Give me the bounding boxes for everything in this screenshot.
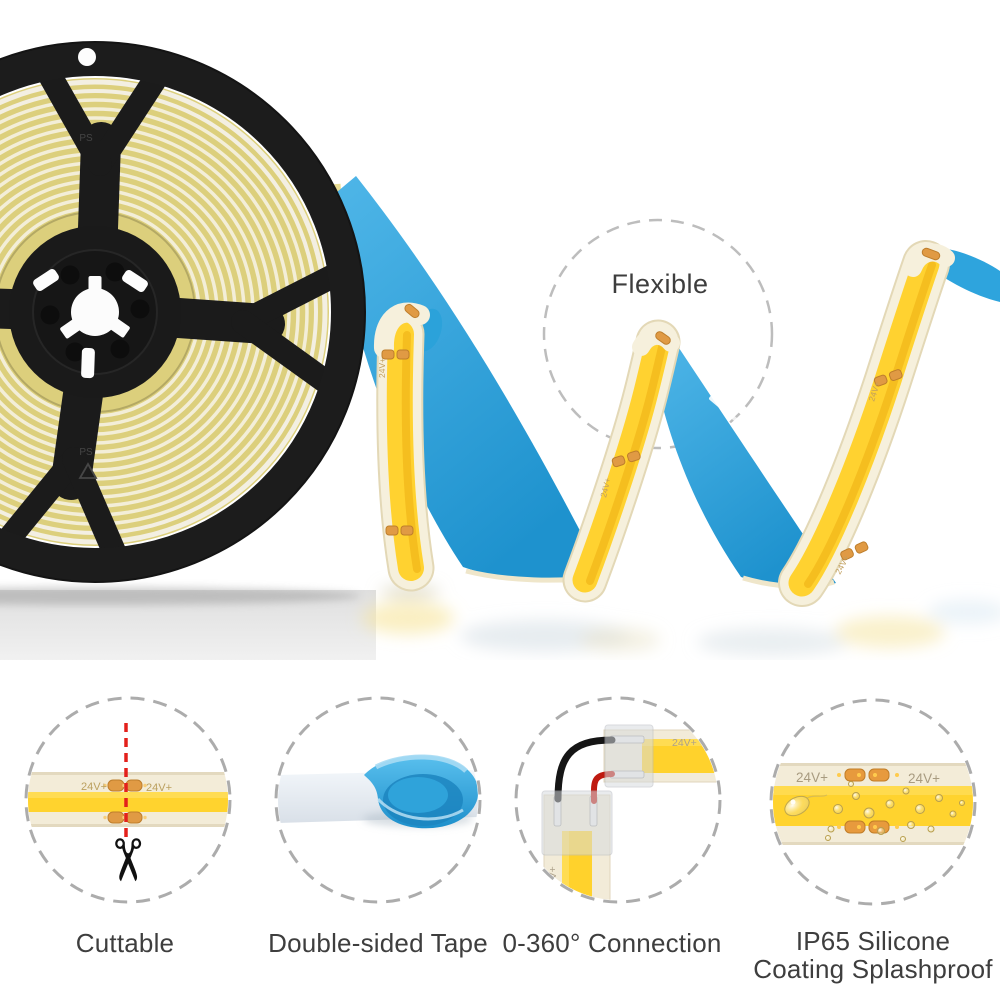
recycle-triangle-icon xyxy=(78,462,98,479)
scissors-icon: ✂ xyxy=(94,836,159,885)
feature-label-ip65-line2: Coating Splashproof xyxy=(753,954,993,984)
strip-back-blue-descent xyxy=(331,176,604,581)
feature-label-ip65-line1: IP65 Silicone xyxy=(795,926,951,956)
water-droplets xyxy=(784,781,965,842)
dashed-circle xyxy=(769,698,977,906)
strip-front-rising-1: 24V+ xyxy=(562,319,681,603)
strip-highlight-dash xyxy=(729,414,741,424)
strip-voltage-marking: 24V+ xyxy=(796,770,828,785)
strip-voltage-marking: 24V+ xyxy=(377,358,387,378)
reel-marking-text-bottom: PS xyxy=(79,447,93,458)
strip-voltage-marking: 24V+ xyxy=(598,477,613,499)
reel-rim-edge xyxy=(0,41,366,583)
feature-label-cuttable: Cuttable xyxy=(75,928,175,958)
hub-center-cutout xyxy=(60,276,130,339)
dashed-circle xyxy=(514,696,722,904)
copper-pad-group xyxy=(103,779,147,824)
strip-front-rising-2: 24V+ 24V+ xyxy=(778,240,955,607)
strip-back-blue-middle xyxy=(651,341,836,588)
ground-reflections xyxy=(0,586,1000,660)
feature-label-connection: 0-360° Connection xyxy=(502,928,722,958)
feature-label-tape: Double-sided Tape xyxy=(268,928,488,958)
flexible-label: Flexible xyxy=(611,269,708,299)
strip-voltage-marking: 24V+ xyxy=(81,781,107,793)
reel-marking-text-top: PS xyxy=(79,133,93,144)
copper-pad xyxy=(404,303,420,319)
strip-voltage-marking: 24V+ xyxy=(908,771,940,786)
feature-circle-tape xyxy=(274,696,482,904)
strip-front-loop: 24V+ xyxy=(374,302,443,592)
led-strip-wave: 24V+ 24V+ xyxy=(0,41,1000,607)
feature-label-ip65: IP65 Silicone Coating Splashproof xyxy=(750,927,996,983)
feature-circle-ip65: 24V+ 24V+ xyxy=(769,698,977,906)
reel-material-marking: PS PS xyxy=(78,133,98,479)
reel-rim-hole xyxy=(78,48,96,66)
tape-blue-curl xyxy=(364,754,478,829)
copper-pad xyxy=(921,247,941,261)
strip-voltage-marking: 24V+ xyxy=(146,782,172,794)
flexible-callout: Flexible xyxy=(542,218,774,450)
dashed-circle xyxy=(274,696,482,904)
copper-pad-group xyxy=(837,768,899,834)
led-strip-reel: PS PS xyxy=(0,60,349,568)
strip-connector-clip xyxy=(541,790,613,856)
black-wire xyxy=(554,736,616,803)
copper-pad-group xyxy=(840,541,869,561)
copper-pad-group xyxy=(611,450,641,468)
flexible-dashed-circle xyxy=(542,218,774,450)
feature-circle-cuttable: 24V+ 24V+ ✂ xyxy=(24,696,232,904)
dashed-circle xyxy=(24,696,232,904)
reel-hub xyxy=(9,226,181,398)
reel-and-strip-scene: PS PS xyxy=(0,41,1000,660)
copper-pad-group xyxy=(381,349,414,536)
feature-circle-connection: 24V+ 24V+ xyxy=(514,696,722,904)
strip-highlight-dash xyxy=(709,395,723,409)
strip-voltage-marking: 24V+ xyxy=(672,737,697,749)
strip-connector-clip xyxy=(604,724,654,788)
copper-pad-group xyxy=(873,369,903,387)
copper-pad xyxy=(655,331,671,345)
